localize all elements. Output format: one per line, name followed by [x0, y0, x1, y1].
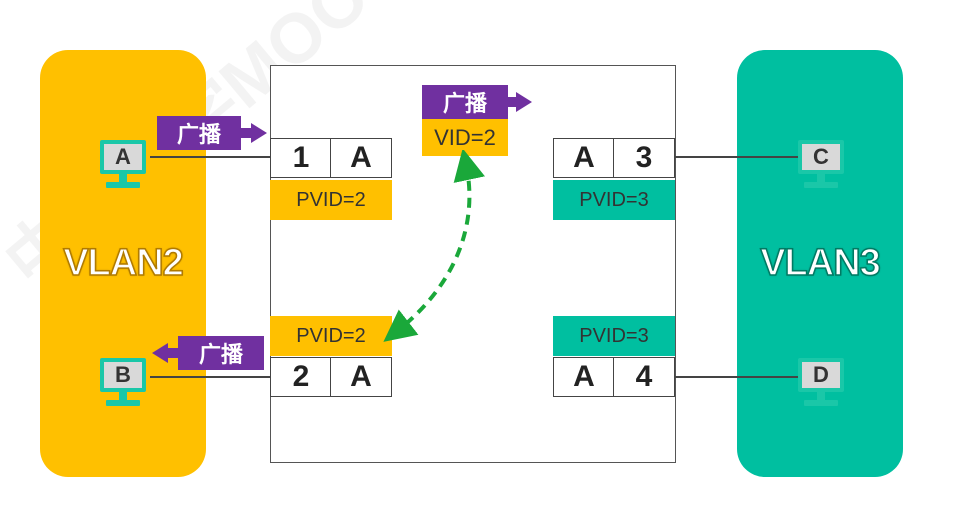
- port2-mode: A: [330, 357, 392, 397]
- arrow-right-icon: [251, 123, 267, 143]
- host-c-label: C: [802, 144, 840, 170]
- link-a-port1: [150, 156, 272, 158]
- port1-pvid: PVID=2: [270, 180, 392, 220]
- port3-mode: A: [553, 138, 615, 178]
- frame-vid-label: VID=2: [422, 119, 508, 156]
- broadcast-out-tag: 广播: [152, 336, 264, 370]
- frame-broadcast-label: 广播: [422, 85, 508, 119]
- host-d-monitor-icon[interactable]: D: [796, 358, 846, 410]
- link-b-port2: [150, 376, 272, 378]
- port4-number: 4: [613, 357, 675, 397]
- frame-arrow-right-icon: [516, 92, 532, 112]
- port1-number: 1: [270, 138, 332, 178]
- broadcast-in-label: 广播: [157, 116, 241, 150]
- host-b-monitor-icon[interactable]: B: [98, 358, 148, 410]
- link-port4-d: [673, 376, 799, 378]
- port2-pvid: PVID=2: [270, 316, 392, 356]
- host-b-label: B: [104, 362, 142, 388]
- port2-number: 2: [270, 357, 332, 397]
- port4-pvid: PVID=3: [553, 316, 675, 356]
- link-port3-c: [673, 156, 799, 158]
- vlan3-label: VLAN3: [759, 241, 881, 285]
- host-a-monitor-icon[interactable]: A: [98, 140, 148, 192]
- port3-pvid: PVID=3: [553, 180, 675, 220]
- host-d-label: D: [802, 362, 840, 388]
- host-c-monitor-icon[interactable]: C: [796, 140, 846, 192]
- port3-number: 3: [613, 138, 675, 178]
- vlan2-label: VLAN2: [62, 241, 184, 285]
- frame-broadcast-tag: 广播: [422, 85, 532, 119]
- host-a-label: A: [104, 144, 142, 170]
- broadcast-in-tag: 广播: [157, 116, 267, 150]
- dashed-forward-arrow: [383, 150, 485, 342]
- port4-mode: A: [553, 357, 615, 397]
- arrow-left-icon: [152, 343, 168, 363]
- broadcast-out-label: 广播: [178, 336, 264, 370]
